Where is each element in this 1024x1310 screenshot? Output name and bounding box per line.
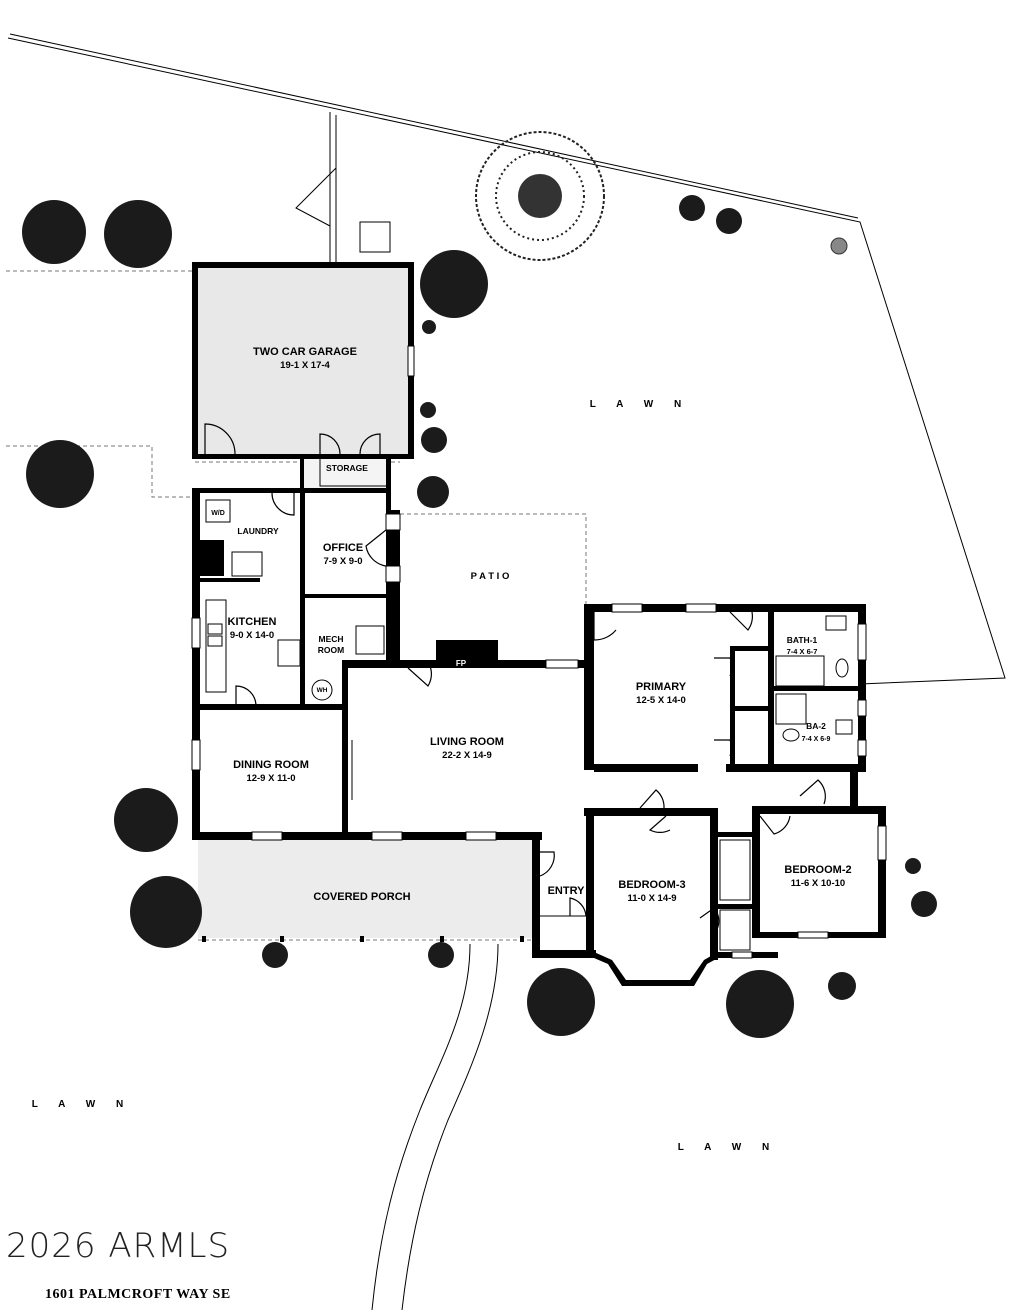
primary-dim: 12-5 X 14-0: [636, 695, 686, 706]
storage-floor: [304, 458, 390, 488]
lawn-label-north: L A W N: [590, 399, 690, 410]
ba2-dim: 7-4 X 6-9: [802, 736, 831, 743]
office-dim: 7-9 X 9-0: [323, 556, 362, 567]
porch-columns: [198, 936, 532, 942]
ba2-name: BA-2: [806, 721, 826, 731]
bedroom2-dim: 11-6 X 10-10: [791, 878, 845, 889]
porch-name: COVERED PORCH: [313, 891, 410, 903]
bath1-name: BATH-1: [787, 635, 818, 645]
lawn-label-southeast: L A W N: [678, 1142, 778, 1153]
property-lines: [7, 33, 1006, 685]
bedroom3-dim: 11-0 X 14-9: [627, 893, 676, 904]
lawn-label-southwest: L A W N: [32, 1099, 132, 1110]
room-labels: TWO CAR GARAGE 19-1 X 17-4 STORAGE LAUND…: [32, 346, 852, 1153]
property-address: 1601 PALMCROFT WAY SE: [45, 1287, 231, 1302]
laundry-appliance: W/D: [211, 510, 225, 517]
fireplace-name: FP: [456, 659, 467, 668]
porch-floor: [198, 840, 532, 938]
mech-name-2: ROOM: [318, 645, 344, 655]
interior-lines: [205, 457, 853, 951]
bath1-dim: 7-4 X 6-7: [787, 647, 818, 656]
windows: [191, 345, 887, 959]
garage-dim: 19-1 X 17-4: [280, 360, 330, 371]
garage-name: TWO CAR GARAGE: [253, 346, 357, 358]
entry-name: ENTRY: [548, 885, 586, 897]
living-dim: 22-2 X 14-9: [442, 750, 492, 761]
dining-name: DINING ROOM: [233, 759, 309, 771]
trees: [22, 131, 937, 1038]
walkway: [371, 943, 499, 1310]
primary-name: PRIMARY: [636, 681, 687, 693]
mech-appliance: WH: [317, 687, 328, 694]
watermark: 2026 ARMLS: [6, 1226, 231, 1266]
office-name: OFFICE: [323, 542, 363, 554]
door-swings: [204, 423, 826, 935]
laundry-name: LAUNDRY: [237, 526, 279, 536]
east-wing-walls: [532, 604, 886, 986]
bedroom3-name: BEDROOM-3: [618, 879, 685, 891]
mech-name-1: MECH: [318, 634, 343, 644]
living-walls: [342, 640, 588, 952]
living-name: LIVING ROOM: [430, 736, 504, 748]
storage-name: STORAGE: [326, 463, 368, 473]
kitchen-name: KITCHEN: [228, 616, 277, 628]
bedroom2-name: BEDROOM-2: [784, 864, 851, 876]
dining-dim: 12-9 X 11-0: [246, 773, 295, 784]
garage-floor: [198, 266, 410, 454]
kitchen-dim: 9-0 X 14-0: [230, 630, 274, 641]
patio-name: P A T I O: [471, 571, 510, 582]
